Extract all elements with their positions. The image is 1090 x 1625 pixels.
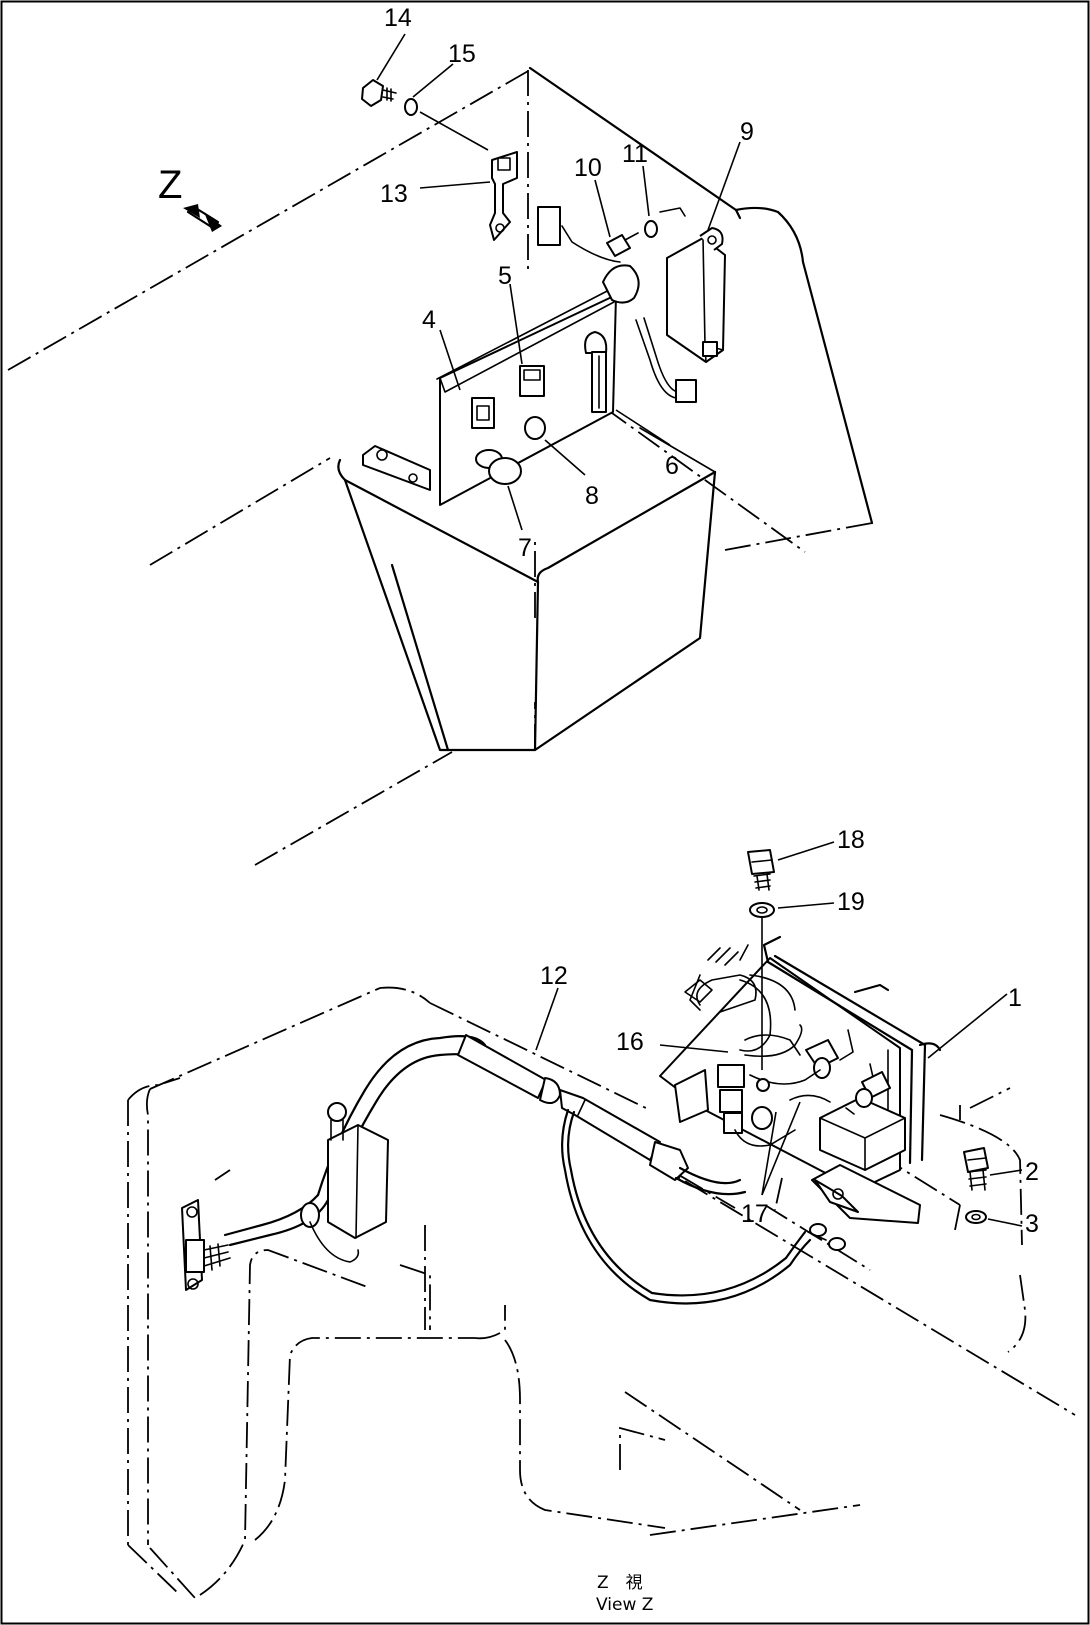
screw-10 [606, 232, 639, 257]
label-14: 14 [384, 4, 412, 32]
left-relay [181, 1102, 389, 1291]
label-3: 3 [1025, 1210, 1039, 1238]
label-12: 12 [540, 962, 568, 990]
label-1: 1 [1008, 984, 1022, 1012]
bracket-13 [489, 151, 518, 241]
caption-japanese: Z 視 [597, 1573, 643, 1593]
panel-box-1 [659, 935, 942, 1224]
label-18: 18 [837, 826, 865, 854]
label-2: 2 [1025, 1158, 1039, 1186]
label-11: 11 [622, 140, 648, 168]
lamp-8 [524, 416, 546, 440]
harness-12 [223, 1034, 846, 1305]
label-10: 10 [574, 154, 602, 182]
connector [537, 206, 561, 246]
leaders-top [376, 33, 741, 531]
switch-5 [519, 365, 545, 397]
view-z-arrow [183, 204, 222, 232]
label-19: 19 [837, 888, 865, 916]
label-8: 8 [585, 482, 599, 510]
label-9: 9 [740, 118, 754, 146]
label-16: 16 [616, 1028, 644, 1056]
washer-15 [404, 98, 418, 116]
bolt-14 [361, 79, 397, 107]
label-4: 4 [422, 306, 436, 334]
top-assembly: Z [7, 66, 874, 866]
bolt-2 [963, 1147, 989, 1191]
caption-view-z: View Z [596, 1595, 653, 1615]
switch-panel [439, 294, 617, 506]
view-z-marker: Z [158, 163, 182, 207]
label-15: 15 [448, 40, 476, 68]
knob-7 [475, 449, 522, 485]
switch-4 [471, 397, 495, 429]
washer-3 [965, 1210, 987, 1224]
relay-box-9 [666, 227, 726, 363]
bottom-assembly [127, 849, 1076, 1599]
key-switch-6 [584, 331, 608, 413]
bolt-18 [747, 849, 775, 891]
label-17: 17 [741, 1200, 769, 1228]
label-6: 6 [665, 452, 679, 480]
label-13: 13 [380, 180, 408, 208]
leaders-bottom [535, 841, 1023, 1227]
part-labels: 14 15 9 11 10 13 5 4 6 8 7 18 19 12 1 16… [380, 4, 1039, 1238]
label-7: 7 [518, 534, 532, 562]
washer-11 [644, 220, 658, 238]
label-5: 5 [498, 262, 512, 290]
washer-19 [749, 902, 775, 918]
